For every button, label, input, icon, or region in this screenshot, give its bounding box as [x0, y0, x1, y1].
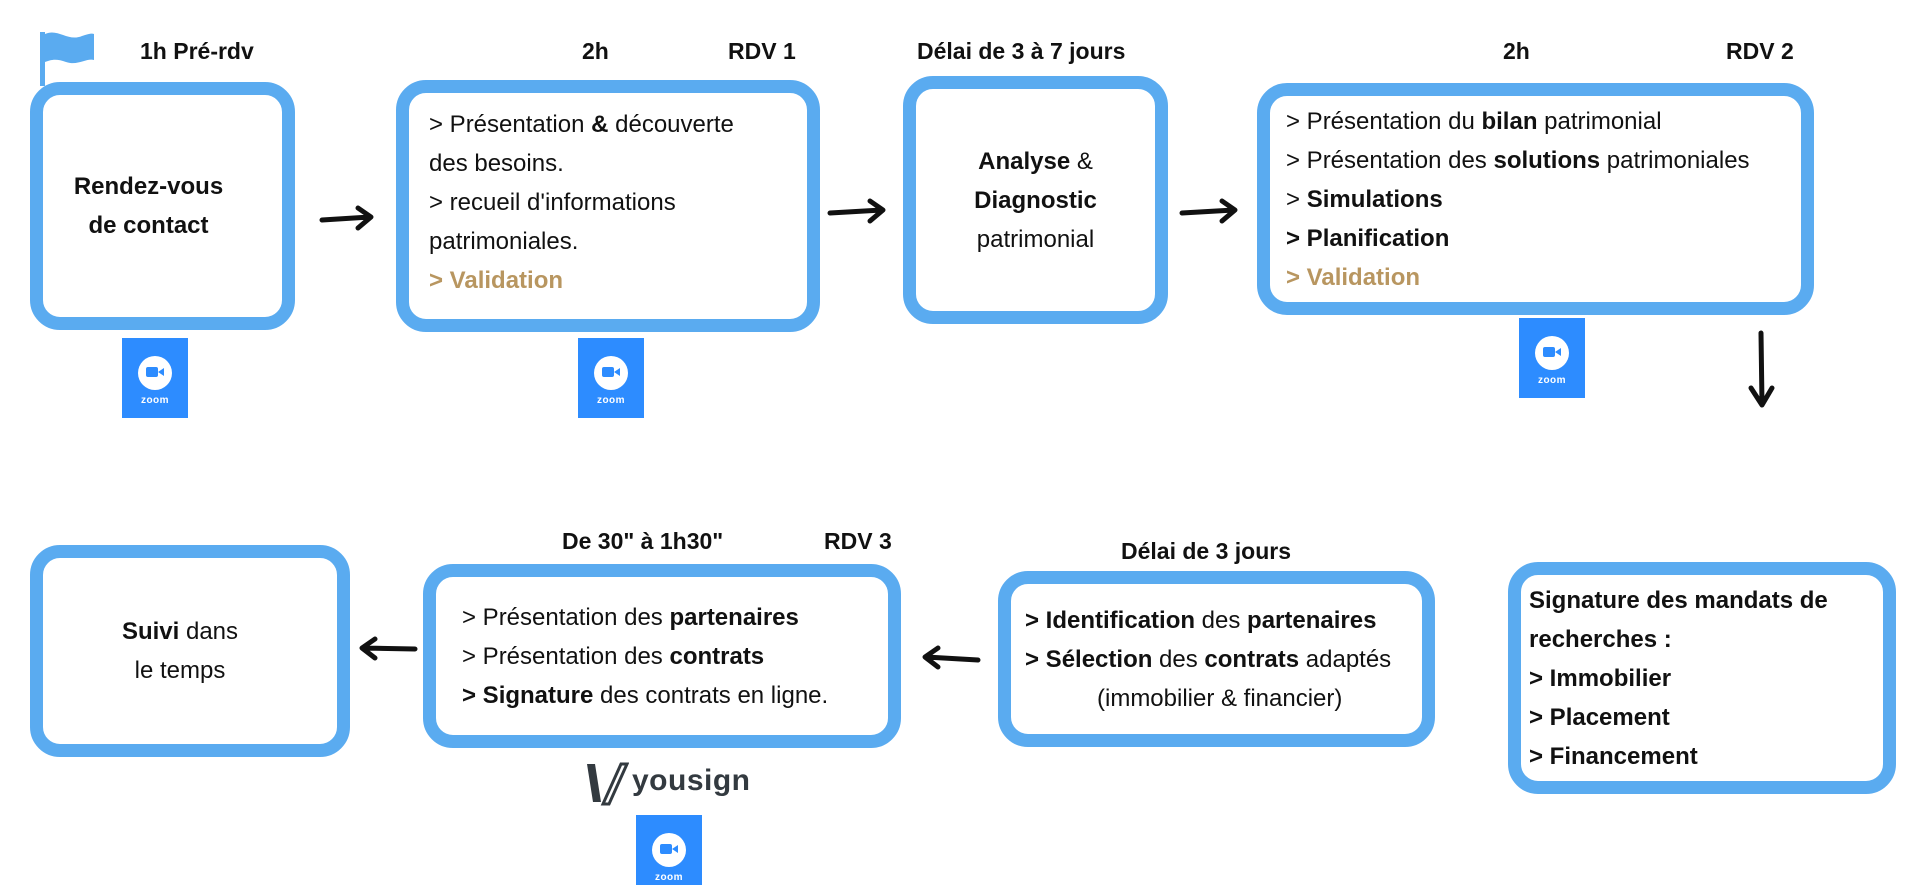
flag-icon [40, 32, 94, 86]
mandates-line3: > Immobilier [1529, 664, 1672, 692]
rdv3-line1: > Présentation des partenaires [462, 603, 799, 631]
follow-up-line1: Suivi dans [121, 618, 239, 645]
follow-up-step-box: Suivi dans le temps [30, 545, 350, 757]
selection-line1: > Identification des partenaires [1025, 606, 1377, 634]
zoom-logo: zoom [578, 338, 644, 418]
arrow-left-icon [922, 645, 981, 670]
rdv3-step-box: > Présentation des partenaires > Présent… [423, 564, 901, 748]
selection-delay-label: Délai de 3 jours [1121, 538, 1292, 564]
mandates-line1: Signature des mandats de [1529, 586, 1828, 614]
rdv2-line3: > Simulations [1286, 185, 1443, 213]
arrow-right-icon [1179, 198, 1238, 224]
rdv2-duration-label: 2h [1503, 38, 1530, 64]
rdv3-line2: > Présentation des contrats [462, 642, 765, 670]
analysis-delay-label: Délai de 3 à 7 jours [917, 38, 1126, 64]
pre-rdv-label: 1h Pré-rdv [140, 38, 254, 64]
selection-line2: > Sélection des contrats adaptés [1025, 645, 1392, 673]
zoom-logo: zoom [122, 338, 188, 418]
rdv2-validation: > Validation [1286, 263, 1421, 291]
rdv1-step-box: > Présentation & découverte des besoins.… [396, 80, 820, 332]
rdv3-duration-label: De 30" à 1h30" [562, 528, 724, 554]
arrow-right-icon [319, 205, 374, 231]
zoom-logo: zoom [636, 815, 702, 885]
rdv1-duration-label: 2h [582, 38, 609, 64]
zoom-logo: zoom [1519, 318, 1585, 398]
rdv1-line4: patrimoniales. [429, 227, 579, 255]
rdv2-label: RDV 2 [1726, 38, 1794, 64]
mandates-line4: > Placement [1529, 703, 1670, 731]
mandates-line2: recherches : [1529, 625, 1672, 653]
mandates-step-box: Signature des mandats de recherches : > … [1508, 562, 1896, 794]
rdv2-step-box: > Présentation du bilan patrimonial > Pr… [1257, 83, 1814, 315]
mandates-line5: > Financement [1529, 742, 1698, 770]
selection-step-box: > Identification des partenaires > Sélec… [998, 571, 1435, 747]
yousign-logo [587, 762, 629, 806]
follow-up-line2: le temps [134, 657, 226, 684]
analysis-step-box: Analyse & Diagnostic patrimonial [903, 76, 1168, 324]
rdv2-line1: > Présentation du bilan patrimonial [1286, 107, 1662, 135]
arrow-right-icon [827, 198, 886, 224]
contact-step-box: Rendez-vous de contact [30, 82, 295, 330]
rdv3-label: RDV 3 [824, 528, 892, 554]
rdv1-label: RDV 1 [728, 38, 796, 64]
analysis-line2: Diagnostic [974, 186, 1097, 214]
contact-step-line2: de contact [88, 212, 209, 239]
rdv1-line3: > recueil d'informations [429, 188, 676, 216]
arrow-left-icon [359, 636, 418, 661]
yousign-wordmark: yousign [632, 764, 751, 797]
rdv1-line2: des besoins. [429, 149, 564, 177]
analysis-line3: patrimonial [976, 225, 1095, 253]
rdv1-line1: > Présentation & découverte [429, 110, 734, 138]
rdv2-line4: > Planification [1286, 224, 1450, 252]
arrow-down-icon [1748, 330, 1775, 408]
selection-line3: (immobilier & financier) [1097, 684, 1343, 712]
rdv2-line2: > Présentation des solutions patrimonial… [1286, 146, 1750, 174]
contact-step-line1: Rendez-vous [73, 173, 224, 200]
analysis-line1: Analyse & [978, 147, 1093, 175]
rdv1-validation: > Validation [429, 266, 564, 294]
rdv3-line3: > Signature des contrats en ligne. [462, 681, 829, 709]
